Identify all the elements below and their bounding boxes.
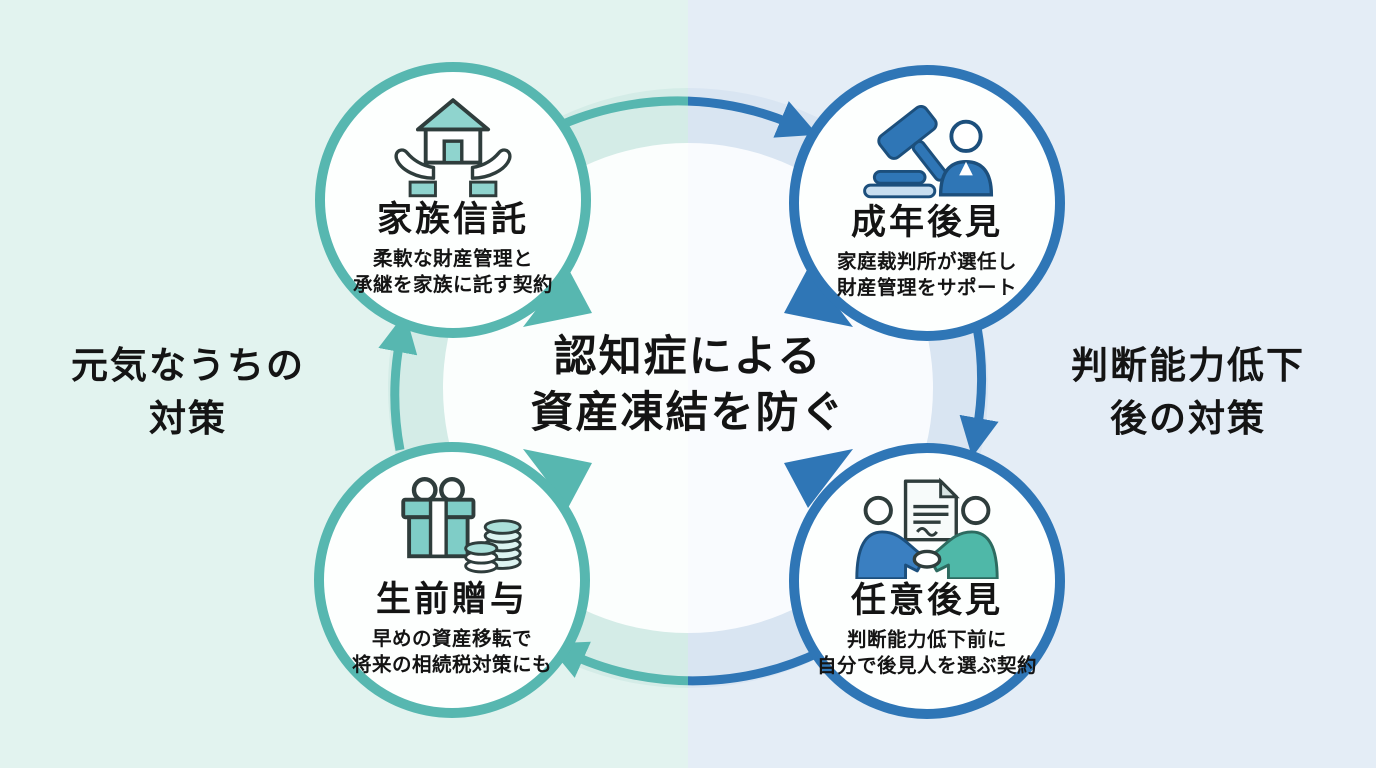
node-description: 柔軟な財産管理と 承継を家族に託す契約 (352, 247, 553, 297)
center-message-line1: 認知症による (553, 333, 823, 381)
node-description: 判断能力低下前に 自分で後見人を選ぶ契約 (816, 628, 1037, 678)
gavel-and-person-icon (863, 104, 994, 199)
right-side-label-line1: 判断能力低下 (1071, 345, 1305, 386)
node-description: 家庭裁判所が選任し 財産管理をサポート (836, 250, 1017, 300)
right-side-label-line2: 後の対策 (1110, 397, 1266, 439)
center-message: 認知症による 資産凍結を防ぐ (443, 330, 933, 442)
node-adult-guardianship: 成年後見 家庭裁判所が選任し 財産管理をサポート (789, 65, 1065, 341)
node-title: 任意後見 (850, 581, 1003, 620)
node-description: 早めの資産移転で 将来の相続税対策にも (351, 627, 552, 677)
gift-and-coins-icon (401, 477, 522, 574)
left-side-label-line1: 元気なうちの (71, 345, 305, 386)
handshake-contract-icon (855, 477, 999, 579)
left-side-label-line2: 対策 (149, 397, 227, 439)
node-family-trust: 家族信託 柔軟な財産管理と 承継を家族に託す契約 (315, 62, 591, 338)
node-voluntary-guardianship: 任意後見 判断能力低下前に 自分で後見人を選ぶ契約 (789, 443, 1065, 719)
right-side-label: 判断能力低下 後の対策 (1028, 340, 1348, 445)
node-title: 成年後見 (850, 203, 1003, 242)
left-side-label: 元気なうちの 対策 (28, 340, 348, 445)
node-title: 家族信託 (376, 200, 529, 239)
node-lifetime-gift: 生前贈与 早めの資産移転で 将来の相続税対策にも (314, 442, 590, 718)
node-title: 生前贈与 (375, 580, 528, 619)
center-message-line2: 資産凍結を防ぐ (530, 388, 846, 437)
house-in-hands-icon (394, 98, 512, 198)
